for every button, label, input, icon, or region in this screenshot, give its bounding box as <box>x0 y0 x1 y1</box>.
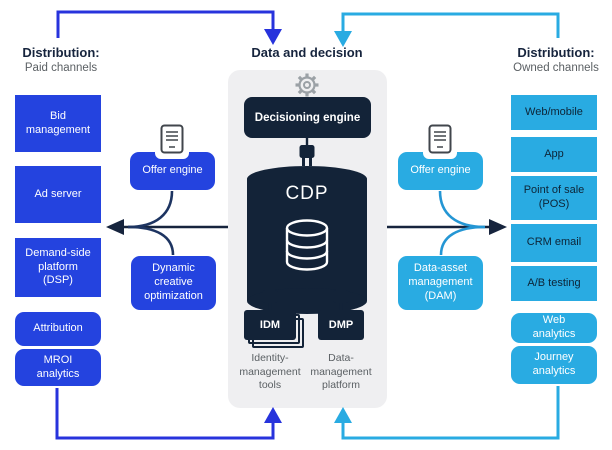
node-label: Web/mobile <box>525 105 583 118</box>
node-label: Journey analytics <box>532 351 576 377</box>
node-label: Point of sale (POS) <box>523 184 585 210</box>
node-label: Bid management <box>25 109 91 136</box>
heading-subtitle: Owned channels <box>513 61 599 74</box>
heading-owned-channels: Distribution: Owned channels <box>501 45 611 75</box>
database-icon <box>283 218 331 279</box>
node-label: Decisioning engine <box>254 111 361 124</box>
node-dam: Data-asset management (DAM) <box>398 256 483 310</box>
arrow-paid-to-data-top <box>56 10 282 45</box>
cdp-label: CDP <box>285 183 329 204</box>
node-web-analytics: Web analytics <box>511 313 597 343</box>
node-label: Attribution <box>33 322 83 335</box>
node-label: IDM <box>259 319 281 331</box>
node-crm-email: CRM email <box>511 224 597 262</box>
node-ad-server: Ad server <box>15 166 101 223</box>
node-web-mobile: Web/mobile <box>511 95 597 130</box>
tablet-document-icon <box>423 119 457 159</box>
node-label: Offer engine <box>410 164 471 177</box>
heading-data-and-decision: Data and decision <box>227 45 387 61</box>
heading-title: Distribution: <box>517 45 595 60</box>
heading-title: Data and decision <box>251 45 363 60</box>
caption-identity-management-tools: Identity-management tools <box>239 352 301 392</box>
node-label: Data-asset management (DAM) <box>408 262 473 302</box>
heading-subtitle: Paid channels <box>24 61 98 74</box>
node-decisioning-engine: Decisioning engine <box>244 97 371 138</box>
node-label: Ad server <box>34 187 82 200</box>
node-bid-management: Bid management <box>15 95 101 152</box>
node-dmp: DMP <box>318 310 364 340</box>
node-label: DMP <box>328 319 354 331</box>
arrow-merge-right <box>387 190 507 256</box>
tablet-document-icon <box>155 119 189 159</box>
node-app: App <box>511 137 597 172</box>
heading-paid-channels: Distribution: Paid channels <box>5 45 117 75</box>
arrow-owned-to-data-top <box>334 12 560 47</box>
heading-title: Distribution: <box>22 45 100 60</box>
node-journey-analytics: Journey analytics <box>511 346 597 384</box>
gear-icon <box>293 71 321 104</box>
node-label: A/B testing <box>527 276 581 289</box>
node-ab-testing: A/B testing <box>511 266 597 301</box>
node-idm: IDM <box>244 310 296 340</box>
node-label: Demand-side platform (DSP) <box>25 246 91 287</box>
arrow-merge-left <box>106 190 228 256</box>
node-label: App <box>544 147 564 160</box>
node-pos: Point of sale (POS) <box>511 176 597 220</box>
node-label: Dynamic creative optimization <box>144 262 203 302</box>
cdp-cylinder-body <box>247 179 367 301</box>
plug-connector-icon <box>259 283 281 316</box>
caption-data-management-platform: Data-management platform <box>310 352 372 392</box>
node-mroi-analytics: MROI analytics <box>15 349 101 386</box>
plug-connector-icon <box>296 138 318 171</box>
node-dsp: Demand-side platform (DSP) <box>15 238 101 297</box>
node-label: Offer engine <box>142 164 203 177</box>
node-label: MROI analytics <box>36 353 80 380</box>
node-attribution: Attribution <box>15 312 101 346</box>
plug-connector-icon <box>330 283 352 316</box>
arrow-owned-to-dmp-bottom <box>334 386 560 440</box>
node-label: CRM email <box>526 236 582 249</box>
node-dynamic-creative-optimization: Dynamic creative optimization <box>131 256 216 310</box>
arrow-paid-to-idm-bottom <box>55 388 282 440</box>
node-label: Web analytics <box>532 314 576 340</box>
